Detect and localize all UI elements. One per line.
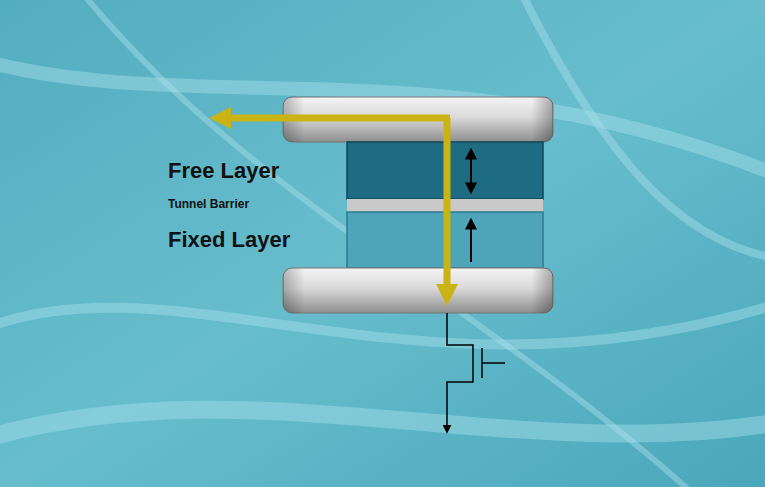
bottom-electrode xyxy=(283,268,553,313)
bottom-electrode-shade xyxy=(283,268,553,313)
access-transistor xyxy=(447,313,505,432)
layer-label: Free Layer xyxy=(168,159,279,183)
fixed-magnetization-arrow xyxy=(470,220,472,262)
layer-label: Tunnel Barrier xyxy=(168,198,249,211)
layer-label: Fixed Layer xyxy=(168,228,290,252)
free-magnetization-arrow xyxy=(470,150,472,192)
bit-line-current-arrow xyxy=(227,115,450,122)
read-current-arrow xyxy=(444,118,451,288)
